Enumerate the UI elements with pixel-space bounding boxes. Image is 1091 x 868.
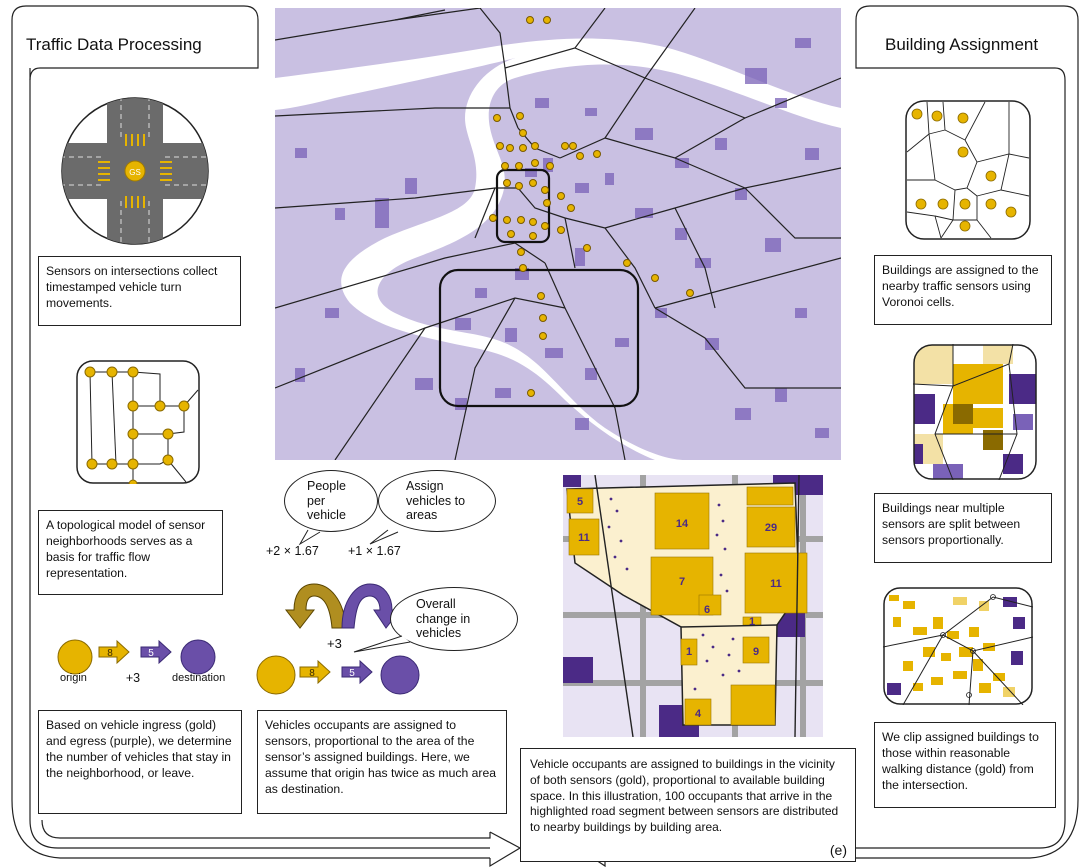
detail-label-1: 11 <box>578 532 590 544</box>
curved-flow-arrows <box>284 583 402 629</box>
detail-label-8: 1 <box>749 616 755 628</box>
bubble-people-per-vehicle: People per vehicle <box>284 470 378 532</box>
topology-graph-icon <box>76 360 200 484</box>
net-change: +3 <box>126 671 140 685</box>
bubble-overall-text: Overall change in vehicles <box>416 597 471 641</box>
detail-label-7: 6 <box>704 604 710 616</box>
middle-net-change: +3 <box>327 636 342 651</box>
topology-description-box: A topological model of sensor neighborho… <box>38 510 223 595</box>
middle-ingress-value: 8 <box>309 668 315 679</box>
middle-egress-arrow <box>341 659 373 685</box>
ingress-value: 8 <box>107 648 113 659</box>
detail-label-2: 14 <box>676 518 689 530</box>
detail-label-11: 4 <box>695 708 702 720</box>
destination-node <box>180 639 216 675</box>
egress-value: 5 <box>148 648 154 659</box>
detail-label-5: 7 <box>679 576 685 588</box>
building-distribution-box: Vehicle occupants are assigned to buildi… <box>520 748 856 862</box>
detail-label-9: 1 <box>686 646 692 658</box>
building-distribution-text: Vehicle occupants are assigned to buildi… <box>530 757 839 835</box>
detail-label-12: 16 <box>746 705 760 720</box>
voronoi-description-box: Buildings are assigned to the nearby tra… <box>874 255 1052 325</box>
walking-distance-icon <box>883 587 1033 705</box>
detail-building-map: 5 11 14 84 29 7 11 6 1 1 9 4 16 <box>563 475 823 737</box>
split-description-box: Buildings near multiple sensors are spli… <box>874 493 1052 563</box>
ingress-curve-arrow <box>284 583 347 629</box>
detail-label-0: 5 <box>577 496 583 508</box>
math-destination: +1 × 1.67 <box>348 544 401 558</box>
middle-origin-node <box>256 655 296 695</box>
middle-ingress-arrow <box>299 659 331 685</box>
ingress-egress-box: Based on vehicle ingress (gold) and egre… <box>38 710 242 814</box>
middle-flow: 8 5 <box>256 655 420 695</box>
bubble-people-text: People per vehicle <box>307 479 346 523</box>
sensor-description-box: Sensors on intersections collect timesta… <box>38 256 241 326</box>
ingress-arrow <box>98 639 130 665</box>
bubble-overall-change: Overall change in vehicles <box>390 587 518 651</box>
bubble-tails <box>298 529 399 546</box>
detail-label-10: 9 <box>753 646 759 658</box>
header-traffic-data-processing: Traffic Data Processing <box>26 35 202 54</box>
overall-bubble-tail <box>353 635 411 653</box>
origin-label: origin <box>60 672 87 684</box>
occupants-sensors-box: Vehicles occupants are assigned to senso… <box>257 710 507 814</box>
voronoi-cells-icon <box>905 100 1031 240</box>
detail-label-4: 29 <box>765 522 777 534</box>
detail-label-3: 84 <box>763 491 778 506</box>
egress-arrow <box>140 639 172 665</box>
flow-origin-destination: 8 5 +3 <box>57 639 216 685</box>
origin-node <box>57 639 93 675</box>
bubble-assign-text: Assign vehicles to areas <box>406 479 466 523</box>
bubble-assign-vehicles: Assign vehicles to areas <box>378 470 496 532</box>
math-origin: +2 × 1.67 <box>266 544 319 558</box>
egress-curve-arrow <box>341 583 402 629</box>
split-buildings-icon <box>913 344 1037 480</box>
destination-label: destination <box>172 672 226 684</box>
header-building-assignment: Building Assignment <box>885 35 1039 54</box>
gs-label: GS <box>129 168 141 177</box>
middle-egress-value: 5 <box>349 668 355 679</box>
walking-distance-box: We clip assigned buildings to those with… <box>874 722 1056 808</box>
city-map <box>275 8 841 460</box>
panel-label: (e) <box>829 841 847 858</box>
intersection-sensor-icon: GS <box>61 97 209 245</box>
detail-label-6: 11 <box>770 578 782 590</box>
middle-destination-node <box>380 655 420 695</box>
